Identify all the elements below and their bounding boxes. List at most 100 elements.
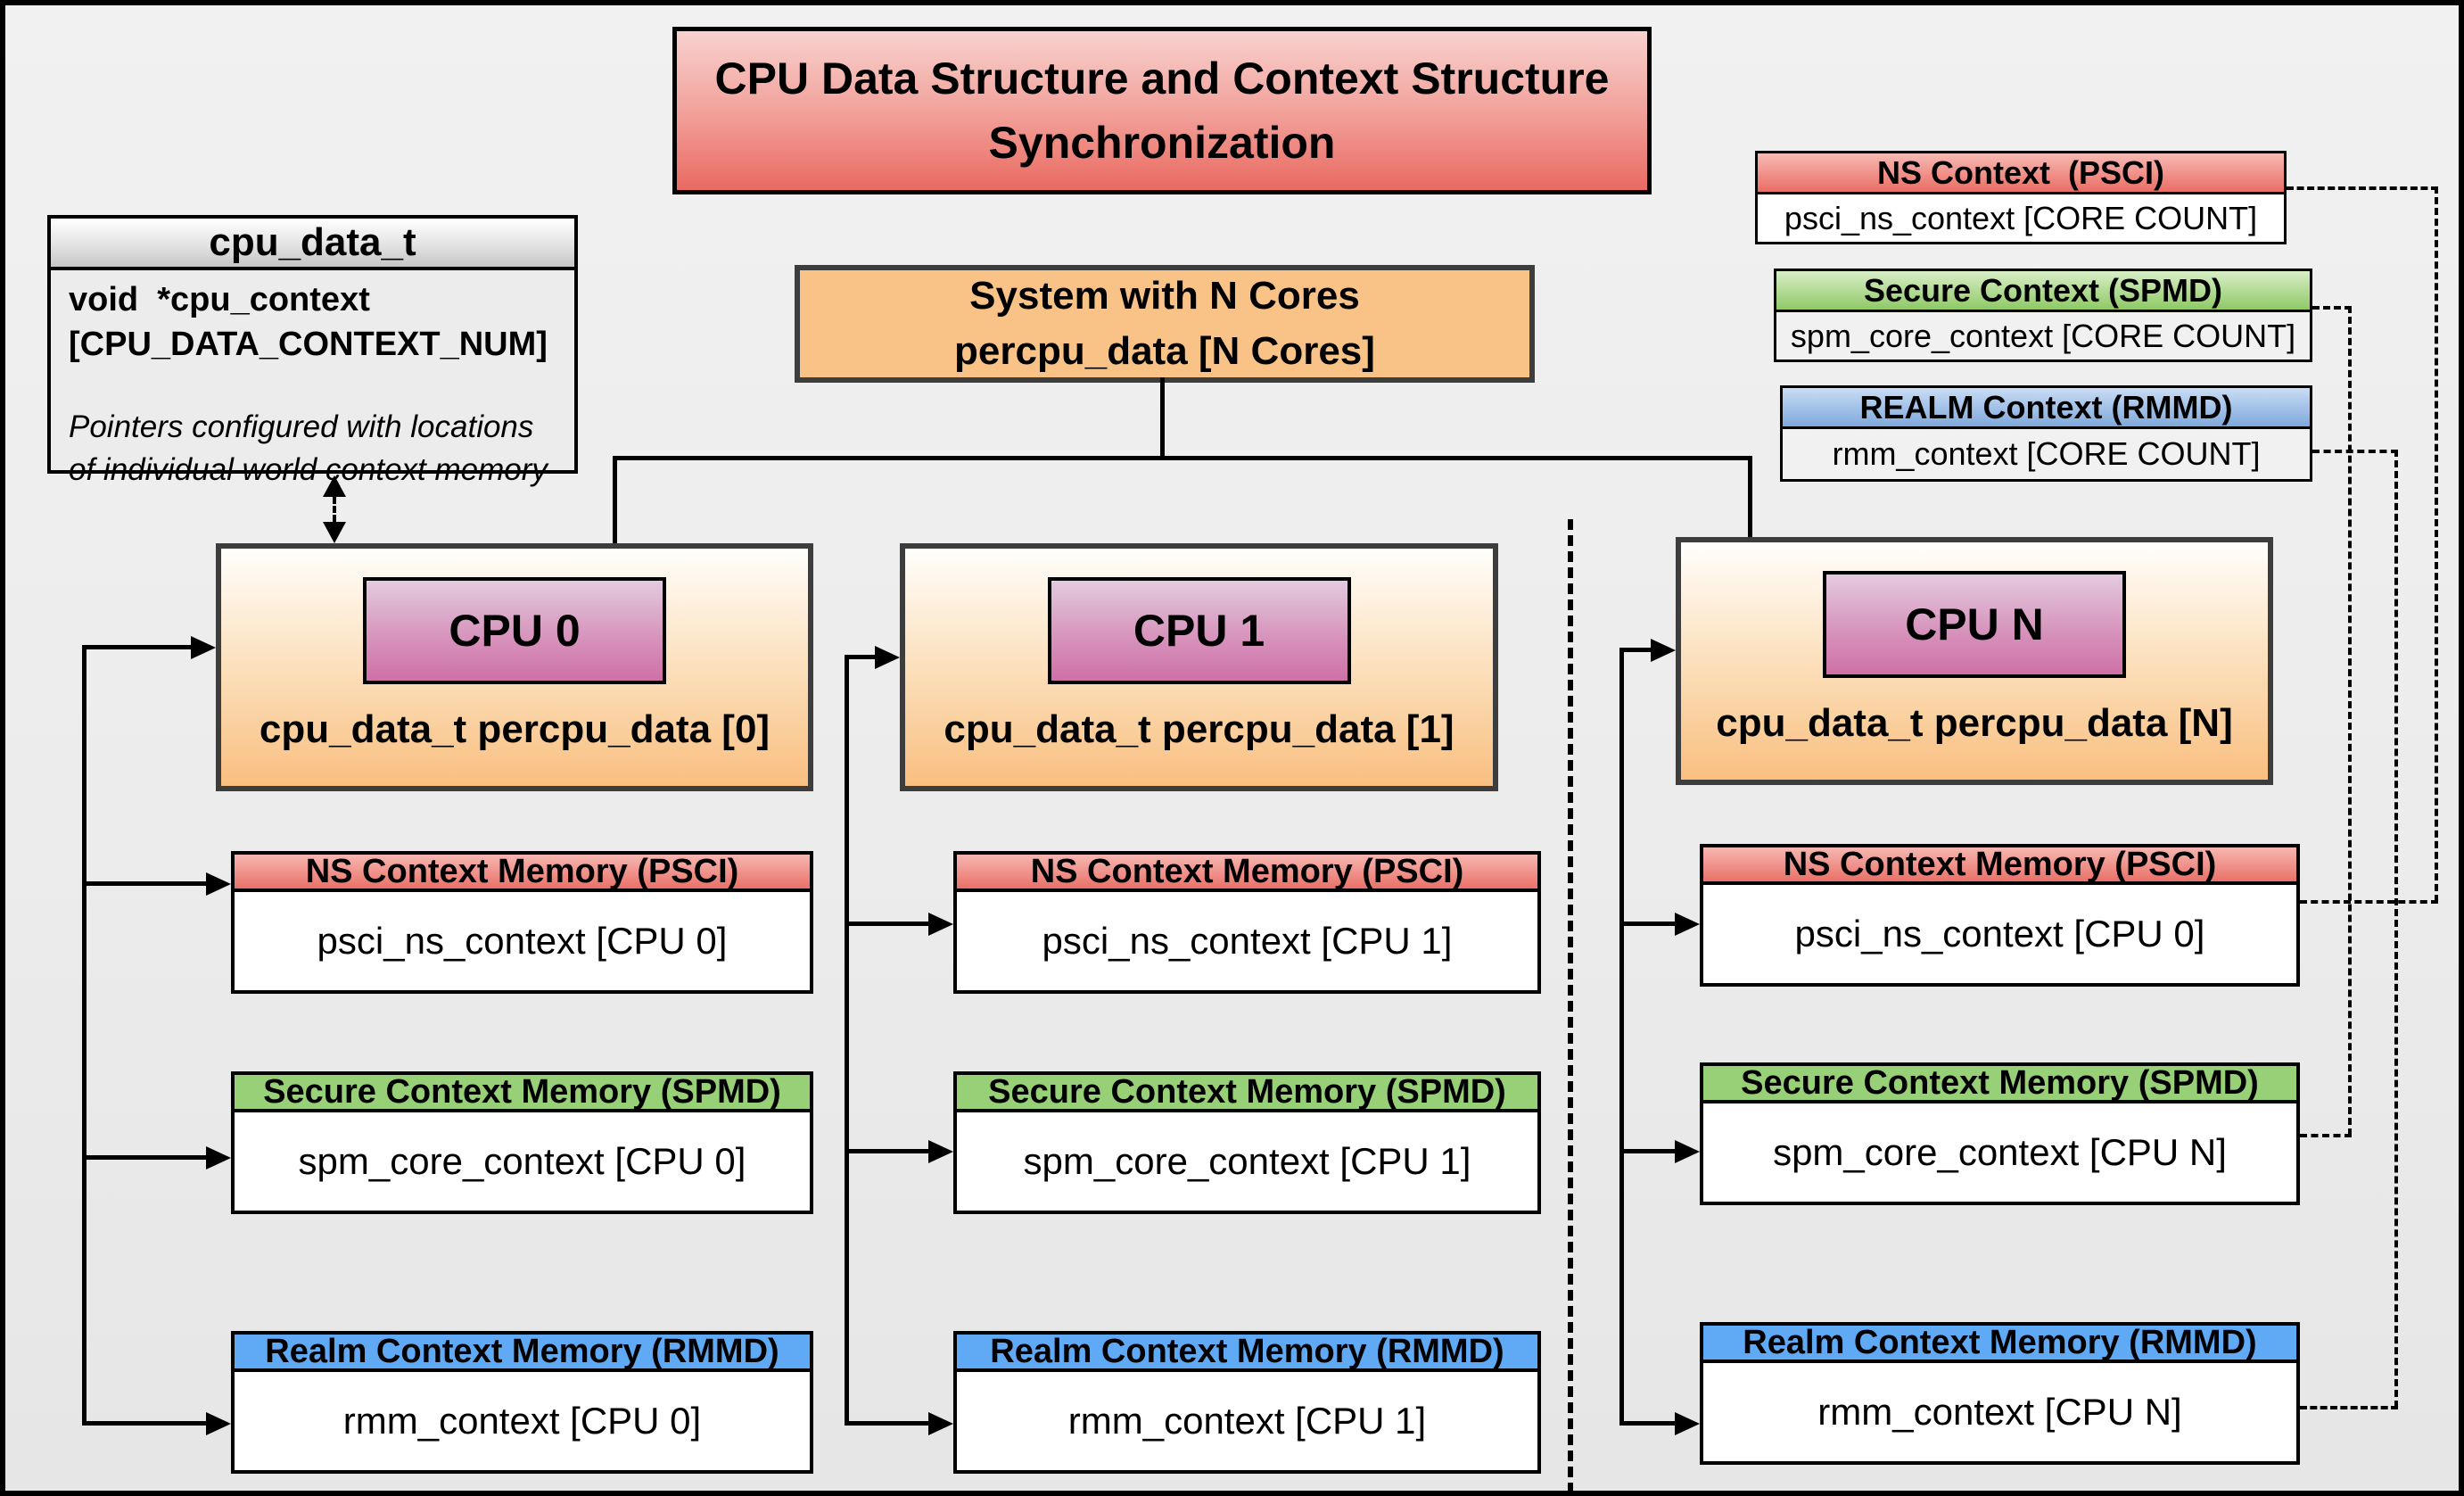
cpu0-realm-body: rmm_context [CPU 0] (342, 1400, 702, 1442)
cpu0-ns-body: psci_ns_context [CPU 0] (317, 920, 728, 962)
cpu1-arrowhead-ns (928, 913, 953, 936)
dashed-secure-legend-out (2312, 306, 2352, 310)
connector-bus-to-cpu0 (613, 456, 617, 543)
cpu1-realm-body: rmm_context [CPU 1] (1067, 1400, 1427, 1442)
cpu1-secure-header: Secure Context Memory (SPMD) (957, 1073, 1537, 1112)
struct-cpu0-arrowhead-up (323, 475, 346, 497)
struct-header: cpu_data_t (51, 219, 574, 270)
connector-system-bus (613, 456, 1752, 460)
cpu0-ns-context-box: NS Context Memory (PSCI) psci_ns_context… (231, 851, 813, 994)
legend-secure-context: Secure Context (SPMD) spm_core_context [… (1774, 269, 2312, 362)
cpu0-pointer-trunk (82, 646, 87, 1426)
struct-cpu0-dashed-link (333, 497, 336, 522)
legend-ns-context: NS Context (PSCI) psci_ns_context [CORE … (1755, 151, 2287, 244)
cpun-percpu-label: cpu_data_t percpu_data [N] (1716, 701, 2233, 745)
cpu0-realm-header: Realm Context Memory (RMMD) (235, 1333, 810, 1372)
cpu1-arrowhead-secure (928, 1140, 953, 1163)
cpun-realm-context-box: Realm Context Memory (RMMD) rmm_context … (1700, 1322, 2300, 1465)
cpu1-secure-body: spm_core_context [CPU 1] (1023, 1140, 1471, 1182)
cpun-arrowhead-ns (1675, 913, 1700, 936)
struct-field-line2: [CPU_DATA_CONTEXT_NUM] (69, 326, 548, 364)
struct-note-line2: of individual world context memory (69, 451, 548, 487)
cpu1-arrow-line-cpu (845, 655, 875, 659)
dashed-secure-into-cpun (2300, 1134, 2352, 1137)
cpun-box: CPU N cpu_data_t percpu_data [N] (1676, 537, 2273, 785)
diagram-title-line2: Synchronization (988, 118, 1336, 168)
cpun-arrowhead-realm (1675, 1412, 1700, 1435)
cpun-ns-context-box: NS Context Memory (PSCI) psci_ns_context… (1700, 844, 2300, 987)
cpu-data-t-struct-box: cpu_data_t void *cpu_context [CPU_DATA_C… (47, 215, 578, 487)
cpu0-arrowhead-cpu (191, 636, 216, 659)
cpun-arrowhead-cpu (1651, 639, 1676, 662)
legend-realm-body: rmm_context [CORE COUNT] (1783, 429, 2310, 479)
cpu1-pointer-trunk (845, 656, 849, 1426)
cpun-pointer-trunk (1619, 649, 1624, 1426)
system-box-line1: System with N Cores (969, 274, 1360, 318)
struct-body: void *cpu_context [CPU_DATA_CONTEXT_NUM]… (69, 277, 564, 491)
struct-note-line1: Pointers configured with locations (69, 409, 534, 445)
cpu0-secure-context-box: Secure Context Memory (SPMD) spm_core_co… (231, 1071, 813, 1214)
dashed-realm-into-cpun (2300, 1406, 2398, 1409)
cpun-secure-header: Secure Context Memory (SPMD) (1703, 1064, 2296, 1103)
cpu0-percpu-label: cpu_data_t percpu_data [0] (259, 707, 771, 751)
diagram-title-box: CPU Data Structure and Context Structure… (672, 27, 1652, 194)
struct-note: Pointers configured with locations of in… (69, 406, 564, 491)
cpu0-ns-header: NS Context Memory (PSCI) (235, 853, 810, 892)
cpun-label-box: CPU N (1823, 571, 2126, 678)
cpu0-box: CPU 0 cpu_data_t percpu_data [0] (216, 543, 813, 791)
cpu1-ns-body: psci_ns_context [CPU 1] (1042, 920, 1453, 962)
dashed-secure-vertical (2348, 306, 2352, 1136)
cpu0-realm-context-box: Realm Context Memory (RMMD) rmm_context … (231, 1331, 813, 1474)
cpu1-arrow-line-realm (845, 1421, 928, 1426)
system-box-line2: percpu_data [N Cores] (954, 329, 1375, 373)
cpu0-arrowhead-secure (206, 1146, 231, 1170)
cpu0-arrow-line-ns (82, 881, 206, 886)
cpu0-arrowhead-ns (206, 872, 231, 896)
legend-realm-context: REALM Context (RMMD) rmm_context [CORE C… (1780, 385, 2312, 482)
cpun-arrow-line-secure (1619, 1149, 1675, 1153)
column-separator-dashed (1568, 519, 1573, 1491)
cpu1-secure-context-box: Secure Context Memory (SPMD) spm_core_co… (953, 1071, 1541, 1214)
cpu1-box: CPU 1 cpu_data_t percpu_data [1] (900, 543, 1498, 791)
cpu1-ns-header: NS Context Memory (PSCI) (957, 853, 1537, 892)
struct-cpu0-arrowhead-down (323, 522, 346, 543)
legend-ns-header: NS Context (PSCI) (1758, 153, 2284, 194)
cpu1-percpu-label: cpu_data_t percpu_data [1] (944, 707, 1455, 751)
cpu1-arrowhead-cpu (875, 646, 900, 669)
cpu0-secure-body: spm_core_context [CPU 0] (298, 1140, 746, 1182)
cpu0-label-box: CPU 0 (363, 577, 666, 684)
dashed-realm-vertical (2394, 450, 2398, 1408)
dashed-ns-into-cpun (2300, 900, 2438, 904)
cpun-arrow-line-cpu (1619, 648, 1651, 652)
cpun-ns-body: psci_ns_context [CPU 0] (1794, 913, 2205, 955)
cpu1-ns-context-box: NS Context Memory (PSCI) psci_ns_context… (953, 851, 1541, 994)
connector-system-drop (1160, 377, 1165, 459)
diagram-title-line1: CPU Data Structure and Context Structure (714, 53, 1610, 103)
cpu0-arrow-line-cpu (82, 645, 191, 649)
connector-bus-to-cpun (1748, 456, 1752, 537)
cpun-secure-context-box: Secure Context Memory (SPMD) spm_core_co… (1700, 1062, 2300, 1205)
legend-realm-header: REALM Context (RMMD) (1783, 388, 2310, 429)
cpun-ns-header: NS Context Memory (PSCI) (1703, 846, 2296, 885)
cpu1-arrowhead-realm (928, 1412, 953, 1435)
cpun-arrow-line-realm (1619, 1421, 1675, 1426)
cpu0-arrow-line-realm (82, 1421, 206, 1426)
cpu0-arrow-line-secure (82, 1155, 206, 1160)
cpu1-arrow-line-ns (845, 922, 928, 926)
dashed-realm-legend-out (2312, 450, 2398, 453)
cpun-realm-body: rmm_context [CPU N] (1817, 1391, 2182, 1433)
cpun-arrowhead-secure (1675, 1140, 1700, 1163)
dashed-ns-legend-out (2287, 186, 2438, 190)
legend-ns-body: psci_ns_context [CORE COUNT] (1758, 194, 2284, 242)
cpu1-label-box: CPU 1 (1047, 577, 1351, 684)
cpu0-secure-header: Secure Context Memory (SPMD) (235, 1073, 810, 1112)
cpu1-realm-context-box: Realm Context Memory (RMMD) rmm_context … (953, 1331, 1541, 1474)
dashed-ns-vertical (2435, 186, 2438, 902)
cpun-secure-body: spm_core_context [CPU N] (1773, 1131, 2227, 1173)
system-box: System with N Cores percpu_data [N Cores… (795, 265, 1535, 383)
cpu1-realm-header: Realm Context Memory (RMMD) (957, 1333, 1537, 1372)
struct-field-line1: void *cpu_context (69, 281, 370, 318)
cpu0-arrowhead-realm (206, 1412, 231, 1435)
cpun-realm-header: Realm Context Memory (RMMD) (1703, 1324, 2296, 1363)
